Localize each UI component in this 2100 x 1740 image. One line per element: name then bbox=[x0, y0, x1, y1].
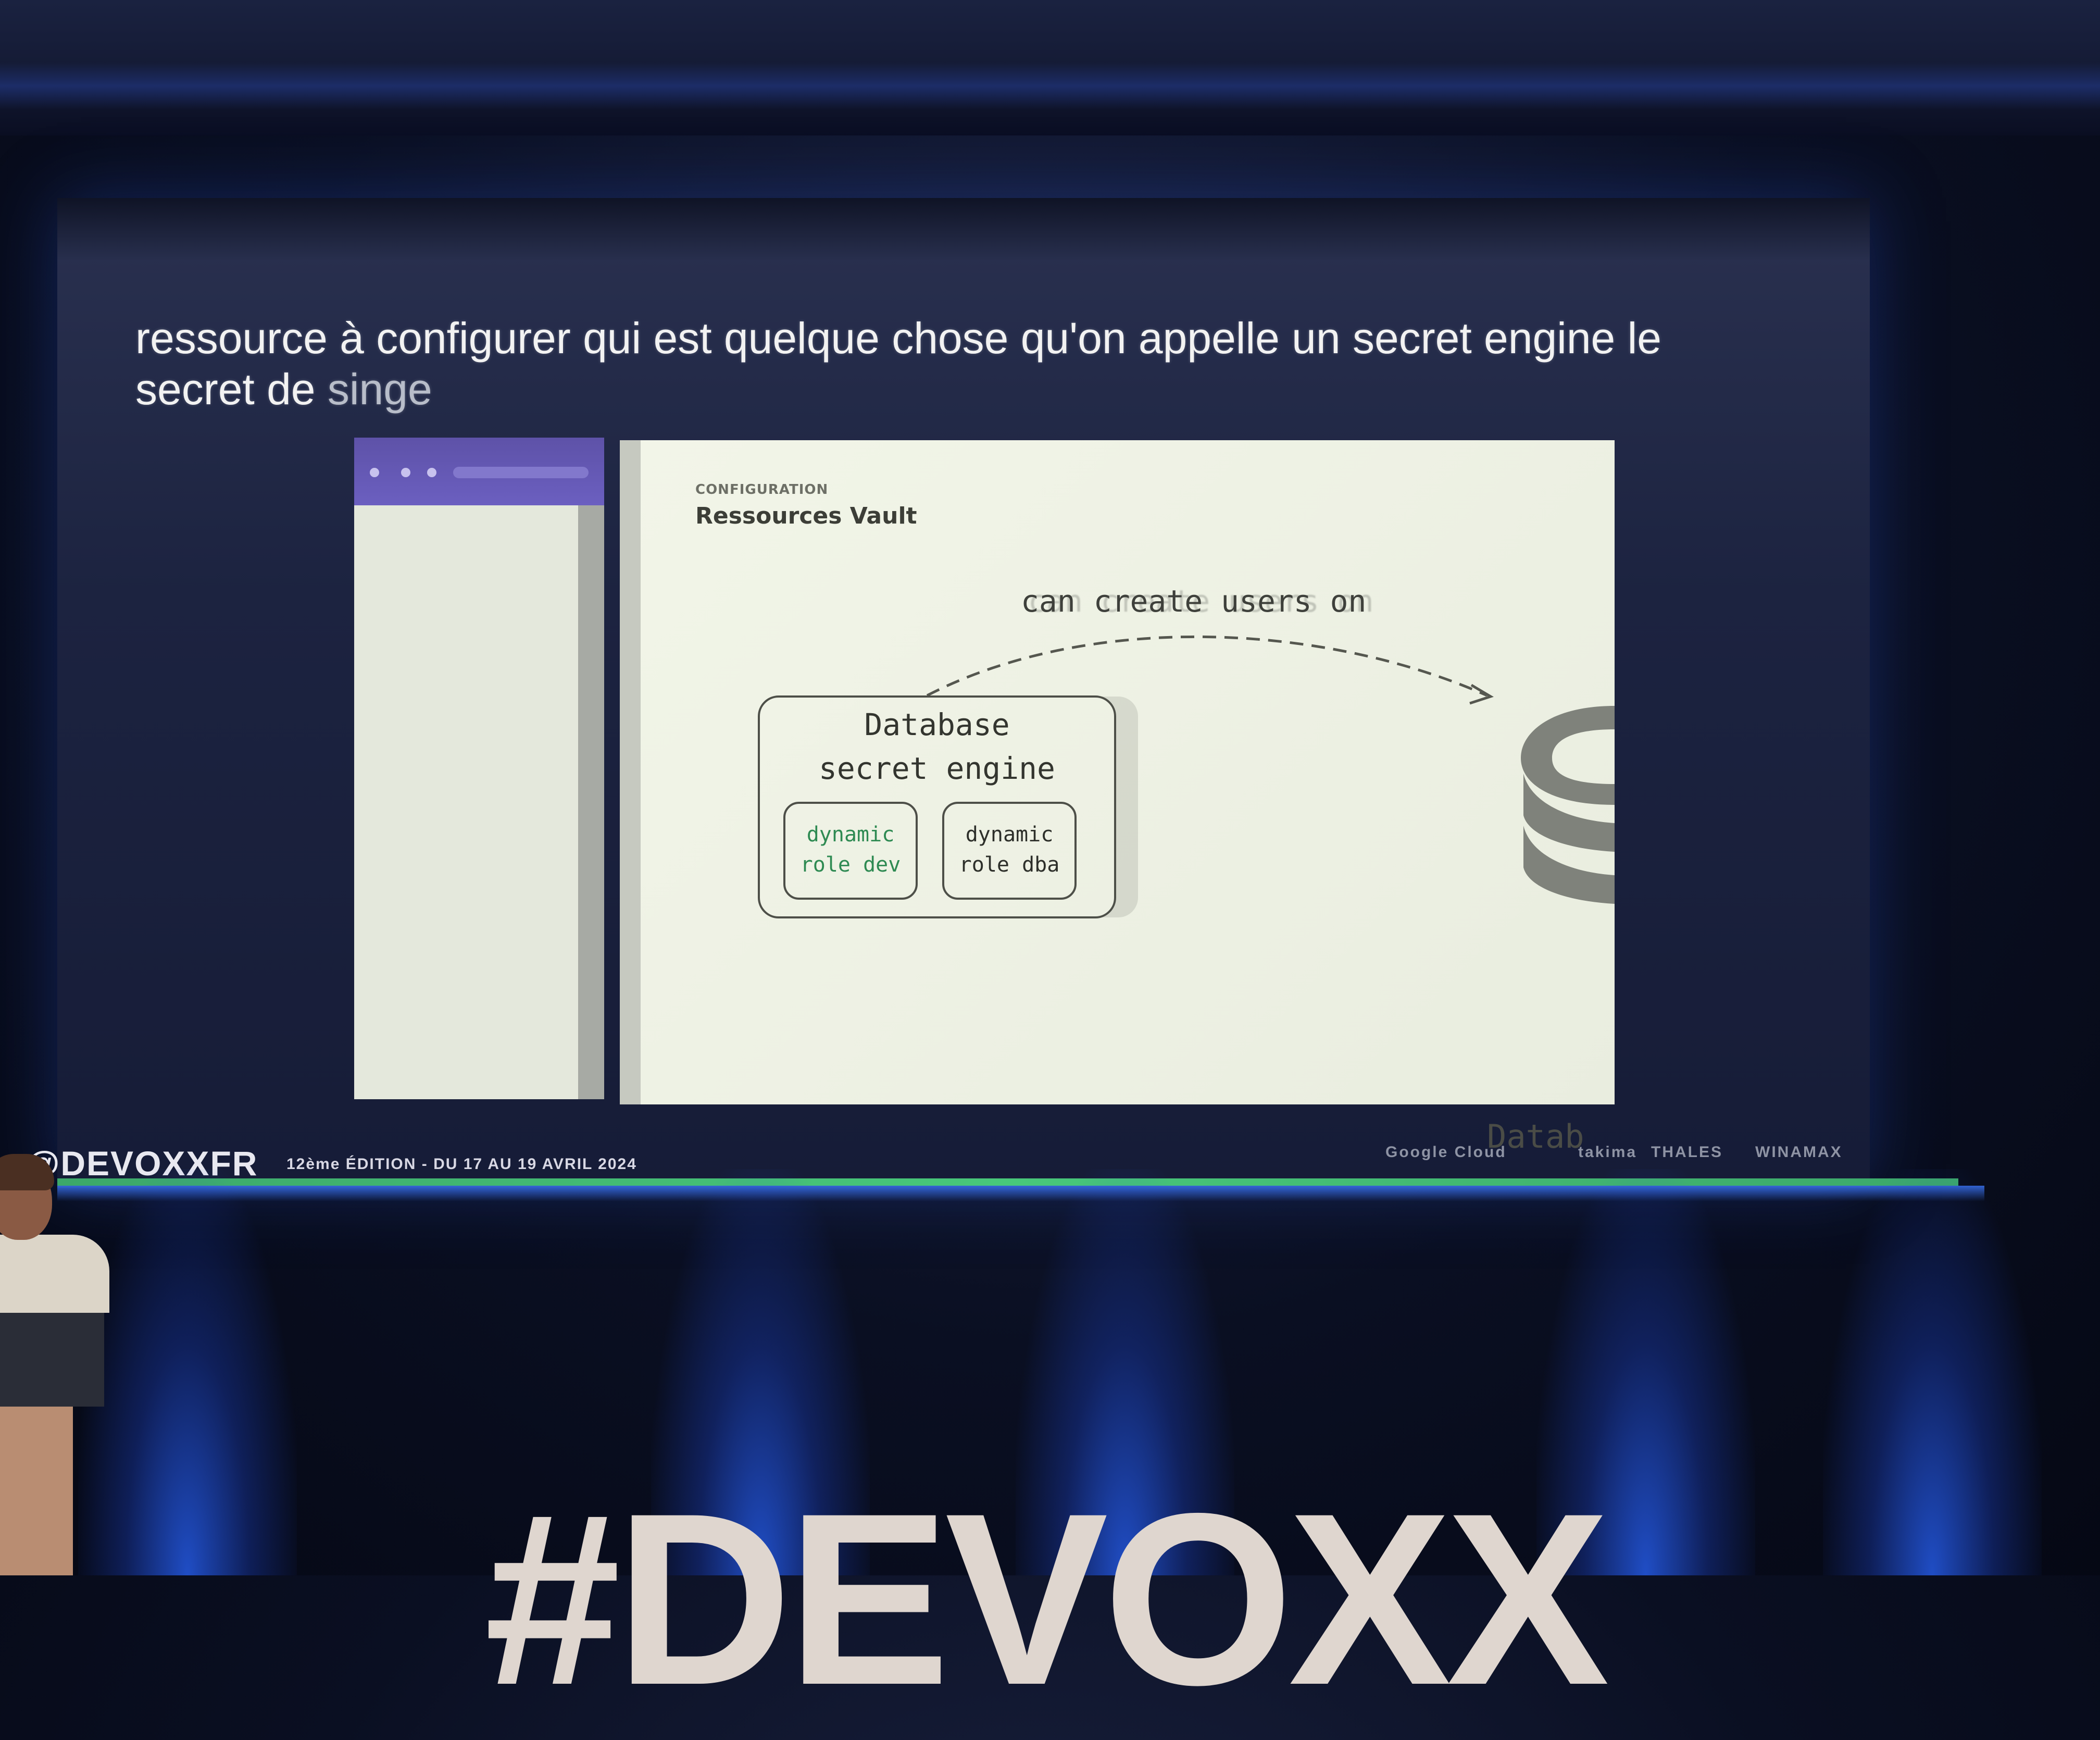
footer-green-line bbox=[57, 1178, 1958, 1186]
ceiling-light bbox=[0, 63, 2100, 109]
role-dba-box: dynamic role dba bbox=[942, 802, 1077, 900]
slide-browser-sidebar bbox=[354, 438, 604, 1099]
database-secret-engine-box: Database secret engine dynamic role dev … bbox=[758, 695, 1116, 918]
role-dev-label: dynamic role dev bbox=[785, 819, 916, 880]
database-cylinder-icon bbox=[1521, 706, 1615, 904]
dashed-arrow bbox=[926, 635, 1488, 697]
sponsor-thales: THALES bbox=[1651, 1144, 1723, 1161]
role-dba-line-1: dynamic bbox=[965, 823, 1054, 847]
subtitle-line-2-main: secret de bbox=[135, 365, 316, 414]
stage-light-beam bbox=[651, 1169, 870, 1575]
screen-top-shadow bbox=[57, 198, 1870, 260]
engine-title-line-1: Database bbox=[864, 707, 1010, 742]
role-dev-line-1: dynamic bbox=[806, 823, 895, 847]
subtitle-line-2-faded: singe bbox=[327, 365, 432, 414]
browser-url-bar bbox=[453, 467, 589, 478]
role-dev-box: dynamic role dev bbox=[783, 802, 918, 900]
stage-light-beam bbox=[1016, 1169, 1234, 1575]
subtitle-line-2: secret de singe bbox=[135, 364, 1854, 415]
section-title: Ressources Vault bbox=[695, 503, 917, 529]
slide-content: CONFIGURATION Ressources Vault can creat… bbox=[620, 440, 1615, 1155]
sponsor-google-cloud: Google Cloud bbox=[1385, 1144, 1507, 1161]
speaker-body bbox=[0, 1313, 104, 1407]
sponsor-takima: takima bbox=[1578, 1144, 1638, 1161]
engine-title-line-2: secret engine bbox=[819, 751, 1055, 786]
stage-light-beam bbox=[1823, 1169, 2042, 1575]
edge-label: can create users on bbox=[1021, 583, 1367, 619]
sidebar-edge bbox=[578, 505, 604, 1099]
role-dba-line-2: role dba bbox=[959, 853, 1060, 877]
role-dba-label: dynamic role dba bbox=[944, 819, 1074, 880]
projection-screen: ressource à configurer qui est quelque c… bbox=[57, 198, 1870, 1188]
section-label: CONFIGURATION bbox=[695, 482, 829, 498]
stage-light-beam bbox=[1536, 1169, 1755, 1575]
window-dot-icon bbox=[370, 468, 379, 477]
edition-text: 12ème ÉDITION - DU 17 AU 19 AVRIL 2024 bbox=[286, 1155, 637, 1173]
arrow-head-icon bbox=[1469, 683, 1494, 705]
engine-title: Database secret engine bbox=[760, 703, 1114, 790]
slide-content-edge bbox=[620, 440, 641, 1104]
browser-titlebar bbox=[354, 438, 604, 505]
github-icon bbox=[427, 468, 436, 477]
sponsor-winamax: WINAMAX bbox=[1755, 1144, 1843, 1161]
live-subtitle: ressource à configurer qui est quelque c… bbox=[135, 313, 1854, 415]
database-label: Datab bbox=[1487, 1117, 1584, 1155]
speaker-legs bbox=[0, 1401, 73, 1575]
diagram-svg bbox=[926, 635, 1615, 904]
ceiling bbox=[0, 0, 2100, 135]
role-dev-line-2: role dev bbox=[800, 853, 901, 877]
subtitle-line-1: ressource à configurer qui est quelque c… bbox=[135, 314, 1661, 363]
stage-light-beam bbox=[78, 1169, 297, 1575]
speaker-sweater bbox=[0, 1235, 109, 1313]
tab-icon bbox=[401, 468, 410, 477]
stage-sign: #DEVOXX bbox=[484, 1462, 1609, 1736]
